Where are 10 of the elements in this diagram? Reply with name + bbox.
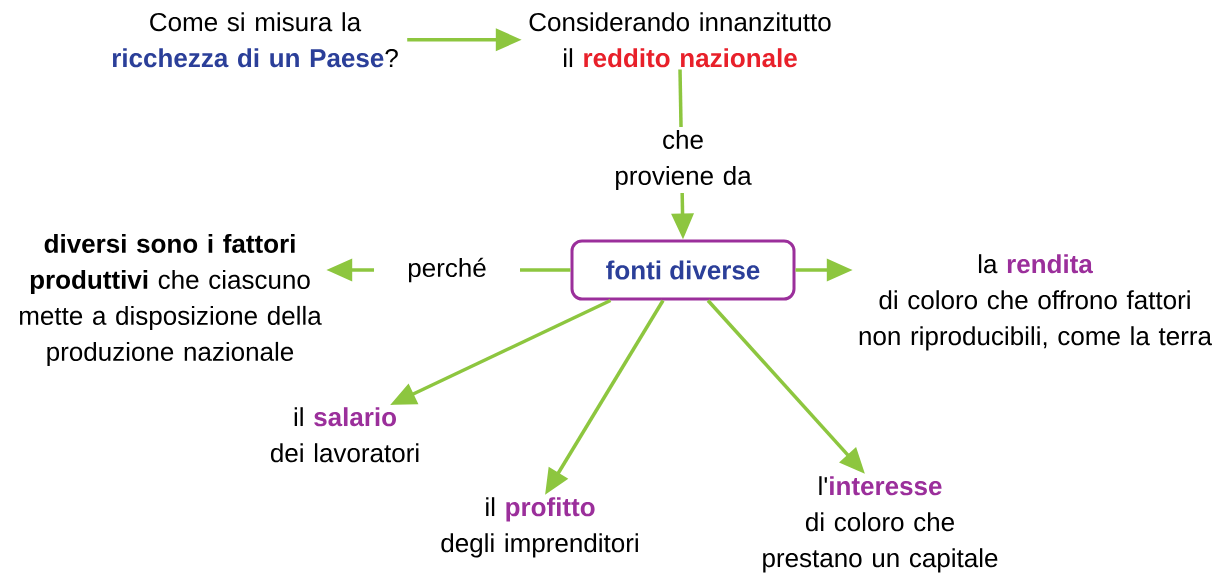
concept-text: il profitto degli imprenditori — [441, 497, 638, 558]
concept-text: l'interesse di coloro che prestano un capitale — [763, 476, 998, 573]
concept-text: il salario dei lavoratori — [270, 407, 419, 463]
edge-label: che proviene da — [610, 126, 756, 194]
concept-text: Come si misura la ricchezza di un Paese? — [112, 12, 398, 68]
concept-box: fonti diverse — [570, 239, 796, 301]
concept-text: diversi sono i fattori produttivi che ciascuno mette a disposizione della produzione nazionale — [20, 233, 322, 367]
concept-text: la rendita di coloro che offrono fattori non riproducibili, come la terra — [859, 254, 1212, 351]
concept-text: Considerando innanzitutto il reddito nazionale — [529, 12, 831, 68]
edge-label: perché — [374, 254, 520, 286]
